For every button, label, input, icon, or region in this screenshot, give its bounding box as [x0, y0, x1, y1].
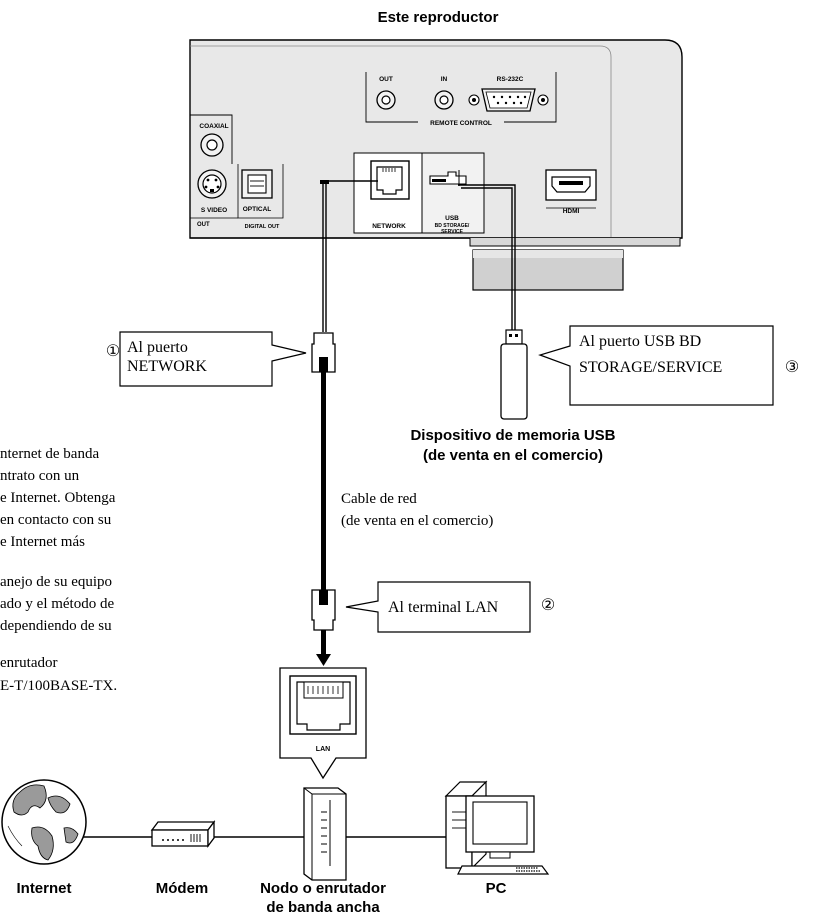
network-cable-upper	[320, 180, 378, 332]
label-coaxial: COAXIAL	[199, 123, 228, 130]
s-video-jack	[197, 169, 227, 199]
left-text-line: anejo de su equipo	[0, 574, 112, 590]
callout-usb: Al puerto USB BD STORAGE/SERVICE ③	[538, 325, 799, 406]
rs232c-port	[468, 88, 549, 112]
usb-port	[429, 170, 467, 186]
router-icon	[303, 787, 347, 881]
left-text-line: ado y el método de	[0, 596, 114, 612]
left-text-line: en contacto con su	[0, 512, 112, 528]
callout-network-line1: Al puerto	[127, 339, 188, 356]
callout-lan-text: Al terminal LAN	[388, 599, 499, 616]
usb-device-label-line2: (de venta en el comercio)	[423, 447, 603, 464]
callout-usb-line2: STORAGE/SERVICE	[579, 359, 722, 376]
internet-globe-icon	[1, 779, 87, 865]
label-service: SERVICE	[441, 229, 464, 235]
router-lan-port	[289, 675, 357, 735]
left-text-line: e Internet. Obtenga	[0, 490, 116, 506]
cable-label-line2: (de venta en el comercio)	[341, 513, 493, 529]
cable-label-line1: Cable de red	[341, 491, 417, 507]
label-network: NETWORK	[372, 223, 406, 230]
left-text-line: E-T/100BASE-TX.	[0, 678, 117, 694]
network-cable-plug-lower	[311, 589, 336, 631]
left-text-line: enrutador	[0, 655, 57, 671]
left-text-line: nternet de banda	[0, 446, 99, 462]
pc-icon	[444, 780, 550, 875]
label-digital-out: DIGITAL OUT	[245, 224, 280, 230]
remote-out-jack	[376, 90, 396, 110]
label-bd-storage: BD STORAGE/	[435, 223, 470, 229]
hdmi-port	[545, 169, 597, 201]
left-text-line: ntrato con un	[0, 468, 80, 484]
left-text-line: e Internet más	[0, 534, 85, 550]
diagram-title: Este reproductor	[378, 9, 499, 26]
player-rear-panel: OUT IN RS-232C REMOTE CONTROL COAXIAL	[189, 39, 683, 291]
label-hdmi: HDMI	[563, 208, 580, 215]
callout-usb-number: ③	[785, 359, 799, 376]
coaxial-jack	[200, 133, 224, 157]
label-optical: OPTICAL	[243, 206, 272, 213]
left-paragraph: nternet de banda ntrato con un e Interne…	[0, 446, 117, 694]
callout-usb-line1: Al puerto USB BD	[579, 333, 701, 350]
label-modem: Módem	[156, 880, 209, 897]
label-in: IN	[441, 76, 448, 83]
label-router-line1: Nodo o enrutador	[260, 880, 386, 897]
label-out-fragment: OUT	[197, 222, 210, 228]
callout-lan: Al terminal LAN ②	[345, 581, 555, 633]
usb-memory-stick	[500, 329, 528, 420]
router-lan-label: LAN	[316, 746, 330, 753]
callout-network: ① Al puerto NETWORK	[106, 331, 307, 387]
modem-icon	[150, 820, 216, 848]
usb-device-label-line1: Dispositivo de memoria USB	[410, 427, 615, 444]
left-text-line: dependiendo de su	[0, 618, 112, 634]
label-router-line2: de banda ancha	[266, 899, 380, 916]
label-remote-control: REMOTE CONTROL	[430, 120, 492, 127]
network-cable-plug-upper	[311, 332, 336, 373]
optical-port	[241, 169, 273, 199]
label-out: OUT	[379, 76, 393, 83]
callout-network-line2: NETWORK	[127, 358, 207, 375]
usb-cable	[458, 184, 516, 332]
remote-in-jack	[434, 90, 454, 110]
router-lan-callout: LAN	[279, 667, 367, 780]
label-pc: PC	[486, 880, 507, 897]
label-rs232c: RS-232C	[497, 76, 524, 83]
network-port	[370, 160, 410, 200]
label-usb: USB	[445, 215, 459, 222]
label-internet: Internet	[16, 880, 71, 897]
callout-network-number: ①	[106, 343, 120, 360]
label-s-video: S VIDEO	[201, 207, 227, 214]
callout-lan-number: ②	[541, 597, 555, 614]
